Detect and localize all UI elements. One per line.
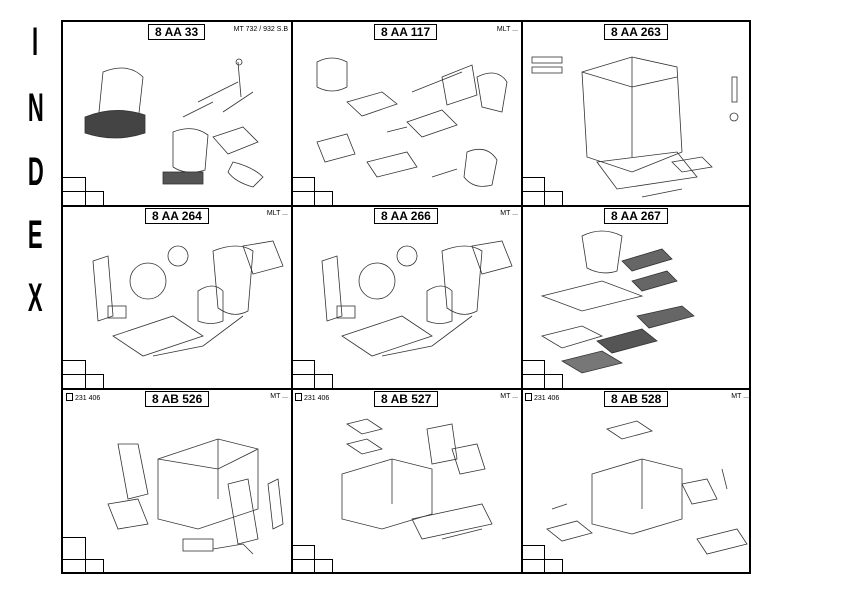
cell-title[interactable]: 8 AB 527 [374,391,439,407]
cell-title[interactable]: 8 AA 263 [604,24,668,40]
cell-reference: 231 406 [295,393,329,402]
index-cell-8aa266[interactable]: 8 AA 266 MT ... [292,206,522,389]
cell-subtitle: MT ... [500,210,518,217]
dashboard-exploded-drawing [321,240,513,357]
reference-number: 231 406 [534,395,560,402]
cab-glazing-exploded-drawing [341,418,493,540]
cell-subtitle: MT 732 / 932 S.B [233,26,288,33]
grid-divider [63,388,749,390]
index-letter-n: N [27,86,44,130]
cell-title[interactable]: 8 AB 526 [145,391,210,407]
reference-box-icon [525,393,532,401]
index-cell-8aa267[interactable]: 8 AA 267 [522,206,753,389]
index-cell-8ab527[interactable]: 231 406 8 AB 527 MT ... [292,389,522,574]
cell-corner-box [63,177,104,206]
cell-subtitle: MT ... [731,393,749,400]
index-cell-8aa33[interactable]: 8 AA 33 MT 732 / 932 S.B [63,22,292,206]
grid-divider [63,205,749,207]
cab-exploded-drawing [531,56,739,198]
reference-number: 231 406 [75,395,101,402]
reference-box-icon [295,393,302,401]
cell-corner-box [292,177,333,206]
cell-corner-box [63,360,104,389]
cell-title[interactable]: 8 AB 528 [604,391,669,407]
index-letter-d: D [27,150,44,194]
seat-suspension-exploded-drawing [316,57,508,187]
cell-corner-box [292,360,333,389]
dashboard-exploded-drawing [92,240,284,357]
cell-corner-box [522,360,563,389]
grid-divider [521,22,523,572]
cell-subtitle: MT ... [500,393,518,400]
index-letter-e: E [27,213,43,257]
cell-corner-box [522,545,563,574]
reference-box-icon [66,393,73,401]
seat-exploded-drawing [84,58,264,188]
index-grid: 8 AA 33 MT 732 / 932 S.B 8 AA 117 MLT ..… [61,20,751,574]
cell-corner-box [63,537,104,574]
index-cell-8aa264[interactable]: 8 AA 264 MLT ... [63,206,292,389]
grid-divider [291,22,293,572]
cell-title[interactable]: 8 AA 33 [148,24,206,40]
cell-subtitle: MLT ... [266,210,288,217]
index-letter-x: X [27,276,43,320]
cell-corner-box [522,177,563,206]
cell-reference: 231 406 [66,393,100,402]
cell-title[interactable]: 8 AA 264 [145,208,209,224]
cell-subtitle: MT ... [270,393,288,400]
cell-title[interactable]: 8 AA 117 [374,24,438,40]
cab-structure-exploded-drawing [546,420,748,555]
floor-mats-exploded-drawing [540,230,695,374]
cell-title[interactable]: 8 AA 267 [604,208,668,224]
index-cell-8ab526[interactable]: 231 406 8 AB 526 MT ... [63,389,292,574]
cell-corner-box [292,545,333,574]
index-cell-8aa263[interactable]: 8 AA 263 [522,22,753,206]
reference-number: 231 406 [304,395,330,402]
index-letter-i: I [31,20,39,64]
cell-subtitle: MLT ... [496,26,518,33]
cab-frame-exploded-drawing [107,438,284,555]
cell-reference: 231 406 [525,393,559,402]
cell-title[interactable]: 8 AA 266 [374,208,438,224]
index-cell-8aa117[interactable]: 8 AA 117 MLT ... [292,22,522,206]
index-cell-8ab528[interactable]: 231 406 8 AB 528 MT ... [522,389,753,574]
